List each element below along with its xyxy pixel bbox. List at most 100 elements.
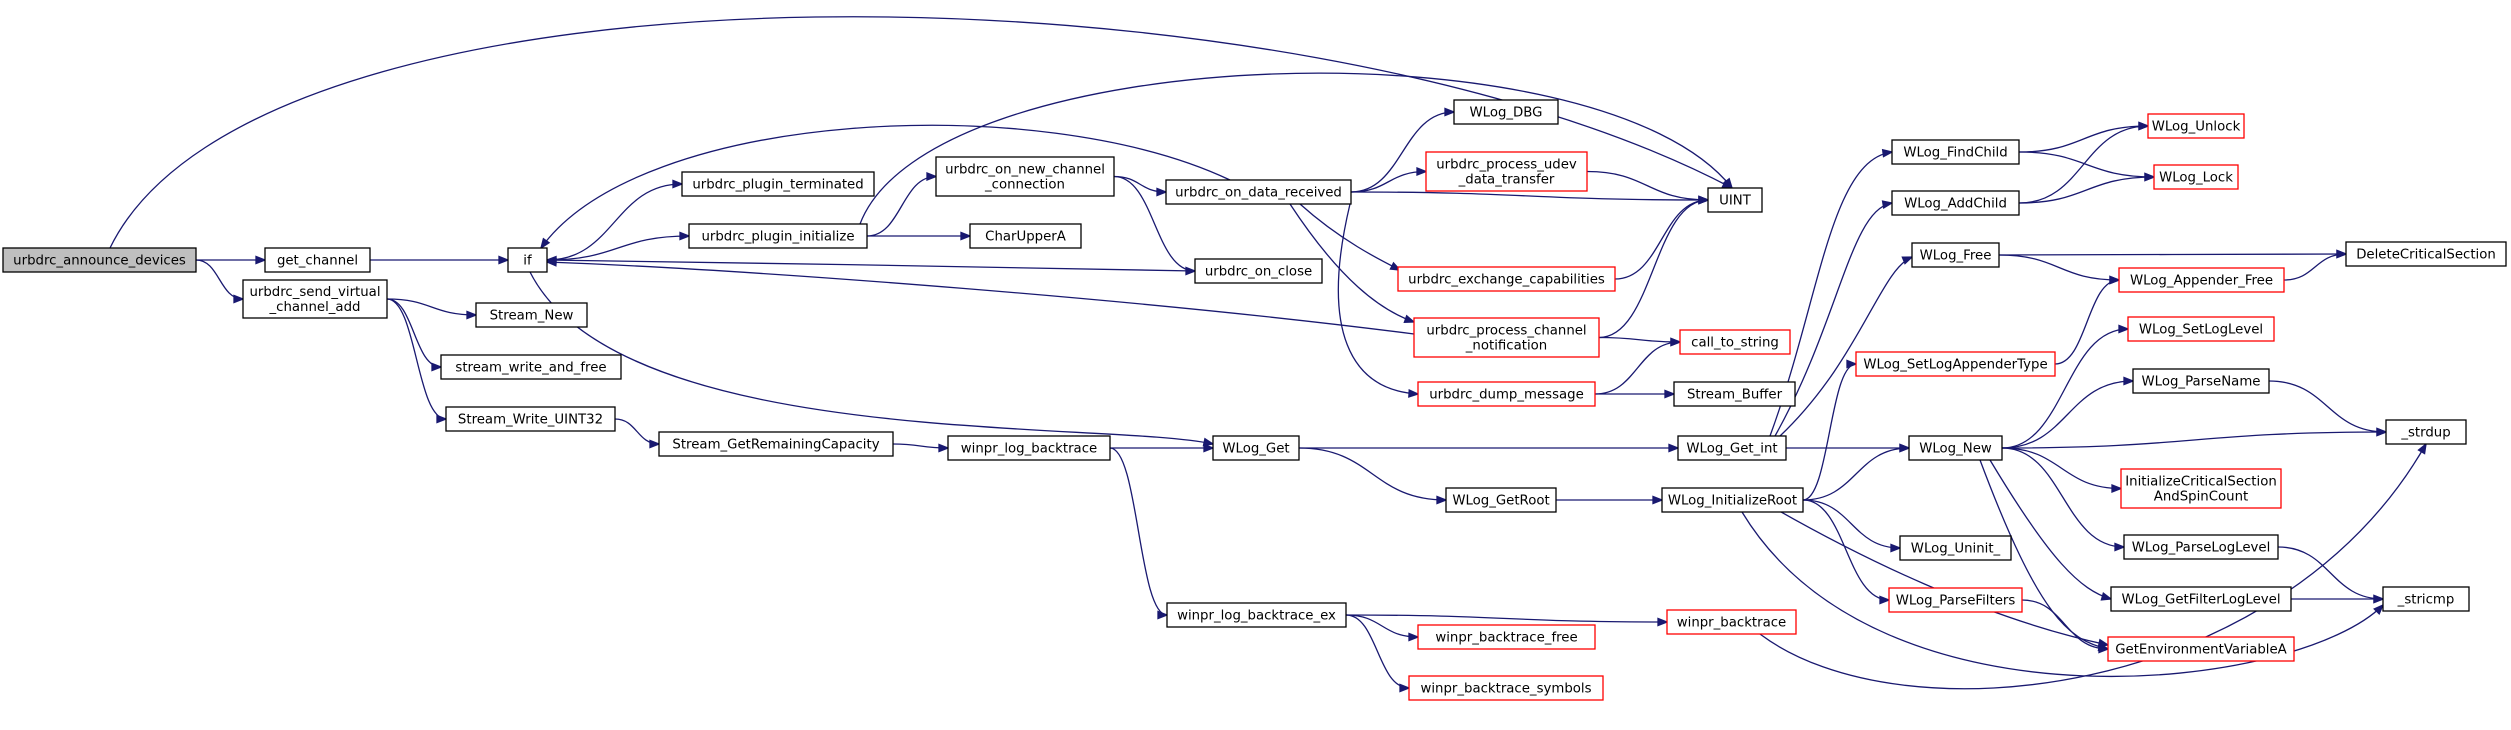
- edge-path: [2001, 447, 2125, 548]
- node-on-new-channel[interactable]: urbdrc_on_new_channel_connection: [935, 156, 1115, 197]
- node-label: WLog_GetFilterLogLevel: [2121, 593, 2280, 608]
- node-wlog-getroot[interactable]: WLog_GetRoot: [1445, 487, 1557, 513]
- node-wlog-setappender[interactable]: WLog_SetLogAppenderType: [1855, 351, 2056, 377]
- node-box: [935, 156, 1115, 197]
- node-label: GetEnvironmentVariableA: [2115, 643, 2287, 658]
- node-winpr-bt-symbols[interactable]: winpr_backtrace_symbols: [1408, 675, 1604, 701]
- edge-path: [1337, 203, 1419, 395]
- call-edge: [1998, 254, 2121, 285]
- node-process-udev[interactable]: urbdrc_process_udev_data_transfer: [1425, 151, 1588, 192]
- node-wlog-parsename[interactable]: WLog_ParseName: [2132, 368, 2270, 394]
- node-label: if: [523, 254, 532, 269]
- node-label: winpr_backtrace_symbols: [1420, 682, 1591, 697]
- node-send-virtual[interactable]: urbdrc_send_virtual_channel_add: [242, 279, 388, 319]
- call-edge: [109, 16, 1734, 249]
- node-label: WLog_InitializeRoot: [1668, 494, 1797, 509]
- call-edge: [2018, 151, 2156, 182]
- node-box: [507, 247, 548, 273]
- node-stream-remaining[interactable]: Stream_GetRemainingCapacity: [658, 431, 894, 457]
- node-label: CharUpperA: [985, 230, 1066, 245]
- call-edge: [2018, 121, 2150, 204]
- edge-path: [546, 183, 683, 261]
- node-winpr-log-bt-ex[interactable]: winpr_log_backtrace_ex: [1166, 602, 1347, 628]
- arrowhead: [1846, 359, 1858, 369]
- node-stream-write-free[interactable]: stream_write_and_free: [440, 354, 622, 380]
- node-wlog-free[interactable]: WLog_Free: [1911, 242, 2000, 268]
- node-uint[interactable]: UINT: [1707, 187, 1763, 213]
- node-box: [688, 223, 868, 249]
- edge-path: [1998, 253, 2347, 256]
- node-charupper[interactable]: CharUpperA: [969, 223, 1082, 249]
- node-if[interactable]: if: [507, 247, 548, 273]
- node-delete-cs[interactable]: DeleteCriticalSection: [2345, 241, 2507, 267]
- call-edge: [866, 172, 938, 237]
- node-wlog-new[interactable]: WLog_New: [1908, 435, 2003, 461]
- arrowhead: [431, 362, 443, 372]
- node-wlog-addchild[interactable]: WLog_AddChild: [1891, 190, 2020, 216]
- node-plugin-initialize[interactable]: urbdrc_plugin_initialize: [688, 223, 868, 249]
- node-wlog-getfilterlevel[interactable]: WLog_GetFilterLogLevel: [2110, 586, 2292, 612]
- arrowhead: [1203, 443, 1215, 453]
- call-edge: [1598, 195, 1710, 339]
- node-winpr-bt[interactable]: winpr_backtrace: [1666, 609, 1797, 635]
- node-label: Stream_GetRemainingCapacity: [672, 438, 879, 453]
- node-winpr-log-bt[interactable]: winpr_log_backtrace: [947, 435, 1111, 461]
- node-wlog-get[interactable]: WLog_Get: [1212, 435, 1300, 461]
- node-wlog-parsefilters[interactable]: WLog_ParseFilters: [1888, 587, 2023, 613]
- node-box: [2, 247, 197, 273]
- node-stream-new[interactable]: Stream_New: [475, 302, 588, 328]
- node-exchange-caps[interactable]: urbdrc_exchange_capabilities: [1397, 266, 1616, 292]
- arrowhead: [1202, 437, 1215, 447]
- node-box: [1888, 587, 2023, 613]
- node-label: _strdup: [2400, 426, 2450, 441]
- node-winpr-bt-free[interactable]: winpr_backtrace_free: [1417, 624, 1596, 650]
- call-edge: [1774, 200, 1894, 437]
- node-strdup[interactable]: _strdup: [2385, 419, 2467, 445]
- node-wlog-initroot[interactable]: WLog_InitializeRoot: [1661, 487, 1804, 513]
- node-dump-message[interactable]: urbdrc_dump_message: [1417, 381, 1596, 407]
- arrowhead: [1399, 683, 1411, 693]
- node-label: urbdrc_on_close: [1205, 265, 1312, 280]
- edge-path: [1774, 202, 1893, 437]
- node-wlog-parseloglevel[interactable]: WLog_ParseLogLevel: [2123, 534, 2279, 560]
- node-wlog-uninit[interactable]: WLog_Uninit_: [1899, 535, 2012, 561]
- node-label: urbdrc_on_new_channel: [945, 163, 1105, 178]
- node-label: WLog_FindChild: [1903, 146, 2007, 161]
- node-wlog-get-int[interactable]: WLog_Get_int: [1677, 435, 1787, 461]
- node-process-notif[interactable]: urbdrc_process_channel_notification: [1413, 317, 1600, 358]
- node-wlog-setloglevel[interactable]: WLog_SetLogLevel: [2127, 316, 2275, 342]
- node-get-channel[interactable]: get_channel: [264, 247, 371, 273]
- arrowhead: [1157, 610, 1169, 620]
- edge-path: [1350, 170, 1427, 193]
- node-on-data-received[interactable]: urbdrc_on_data_received: [1165, 179, 1352, 205]
- call-edge: [614, 418, 661, 449]
- node-label: WLog_Lock: [2159, 171, 2233, 186]
- node-box: [1707, 187, 1763, 213]
- node-announce[interactable]: urbdrc_announce_devices: [2, 247, 197, 273]
- node-wlog-findchild[interactable]: WLog_FindChild: [1891, 139, 2020, 165]
- node-stream-write-uint32[interactable]: Stream_Write_UINT32: [445, 406, 616, 432]
- node-box: [969, 223, 1082, 249]
- node-label: urbdrc_exchange_capabilities: [1408, 273, 1605, 288]
- node-plugin-terminated[interactable]: urbdrc_plugin_terminated: [681, 171, 875, 197]
- node-wlog-dbg[interactable]: WLog_DBG: [1453, 99, 1559, 125]
- node-stream-buffer[interactable]: Stream_Buffer: [1673, 381, 1796, 407]
- call-edge: [1802, 499, 1902, 553]
- node-stricmp[interactable]: _stricmp: [2382, 586, 2470, 612]
- node-label: urbdrc_process_channel: [1426, 324, 1586, 339]
- node-on-close[interactable]: urbdrc_on_close: [1194, 258, 1323, 284]
- node-wlog-lock[interactable]: WLog_Lock: [2153, 164, 2239, 190]
- node-getenv[interactable]: GetEnvironmentVariableA: [2107, 636, 2295, 662]
- node-box: [1891, 190, 2020, 216]
- node-wlog-unlock[interactable]: WLog_Unlock: [2147, 113, 2245, 139]
- call-edge: [2054, 275, 2121, 365]
- edge-path: [1802, 363, 1857, 501]
- edge-path: [2018, 125, 2149, 153]
- call-edge: [2001, 447, 2126, 552]
- node-wlog-appender-free[interactable]: WLog_Appender_Free: [2118, 267, 2285, 293]
- node-label: WLog_Get: [1222, 442, 1289, 457]
- node-call-to-string[interactable]: call_to_string: [1679, 329, 1791, 355]
- call-edge: [1759, 442, 2427, 690]
- arrowhead: [1722, 177, 1734, 190]
